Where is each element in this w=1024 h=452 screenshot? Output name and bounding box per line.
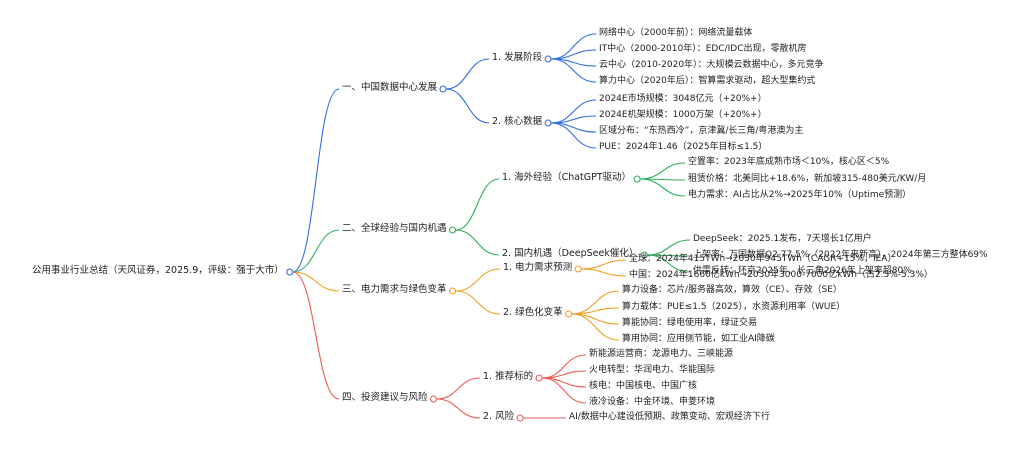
sub-3-0-link-0 [542, 354, 587, 379]
sub-3-0-link-2 [542, 377, 587, 388]
sub-2-0-link-0 [581, 259, 627, 270]
sub-2-1-link-0 [571, 290, 620, 315]
branch-3-link-0 [436, 377, 481, 400]
branch-0-link-0 [445, 58, 490, 90]
leaf-network-center: 网络中心（2000年前）：网络流量载体 [599, 28, 753, 38]
leaf-deepseek: DeepSeek：2025.1发布，7天增长1亿用户 [693, 234, 872, 244]
leaf-supply-demand: 供需反转：环京2025年、长三角2026年上架率超80% [693, 266, 912, 276]
sub-domestic-opportunity[interactable]: 2. 国内机遇（DeepSeek催化） [502, 248, 639, 259]
leaf-liquid-cooling: 液冷设备：中金环境、申菱环境 [589, 397, 716, 407]
branch-3-link-1 [436, 398, 481, 419]
root-junction[interactable] [286, 268, 294, 276]
leaf-region-distribution: 区域分布：“东热西冷”，京津冀/长三角/粤港澳为主 [599, 126, 804, 136]
sub-0-1-link-3 [551, 122, 597, 149]
branch-1-junction[interactable] [448, 226, 457, 234]
leaf-pue: PUE：2024年1.46（2025年目标≤1.5） [599, 142, 768, 152]
sub-0-0-link-1 [551, 49, 597, 60]
sub-core-data[interactable]: 2. 核心数据 [492, 116, 543, 127]
sub-0-0-link-0 [551, 33, 597, 60]
root-link-2 [292, 271, 340, 292]
leaf-compute-use-synergy: 算用协同：应用侧节能，如工业AI降碳 [622, 334, 775, 344]
sub-0-0-link-2 [551, 58, 597, 67]
leaf-china-power: 中国：2024年1660亿kWh→2030年3000-7000亿kWh（占2.3… [629, 270, 933, 280]
sub-1-0-link-2 [640, 178, 686, 197]
leaf-new-energy-operators: 新能源运营商：龙源电力、三峡能源 [589, 349, 734, 359]
sub-3-0-link-3 [542, 377, 587, 404]
sub-1-0-link-1 [640, 178, 686, 181]
sub-0-0-link-3 [551, 58, 597, 83]
leaf-thermal-transition: 火电转型：华润电力、华能国际 [589, 365, 716, 375]
root-link-1 [292, 229, 340, 273]
sub-2-0-link-1 [581, 268, 627, 277]
branch-2-link-0 [455, 268, 501, 292]
sub-2-1-link-3 [571, 313, 620, 341]
branch-investment-risk[interactable]: 四、投资建议与风险 [342, 392, 428, 403]
sub-0-1-link-2 [551, 122, 597, 133]
sub-power-forecast[interactable]: 1. 电力需求预测 [503, 262, 573, 273]
leaf-market-size: 2024E市场规模：3048亿元（+20%+） [599, 94, 767, 104]
leaf-cloud-center: 云中心（2010-2020年）：大规模云数据中心，多元竞争 [599, 60, 824, 70]
leaf-global-power: 全球：2024年415TWh→2030年945TWh（CAGR+15%，IEA） [629, 254, 897, 264]
sub-green-transformation[interactable]: 2. 绿色化变革 [503, 307, 563, 318]
sub-1-0-junction[interactable] [633, 175, 641, 183]
root-node[interactable]: 公用事业行业总结（天风证券，2025.9，评级：强于大市） [32, 265, 284, 276]
sub-0-1-link-1 [551, 115, 597, 124]
leaf-racking-rate: 上架率：万国数据Q2 77.5%（2022年来新高），2024年第三方整体69% [693, 250, 988, 260]
leaf-it-center: IT中心（2000-2010年）：EDC/IDC出现，零散机房 [599, 44, 807, 54]
sub-2-1-link-2 [571, 313, 620, 325]
leaf-power-demand: 电力需求：AI占比从2%→2025年10%（Uptime预测） [688, 190, 912, 200]
sub-2-0-junction[interactable] [574, 265, 582, 273]
leaf-rack-size: 2024E机架规模：1000万架（+20%+） [599, 110, 767, 120]
sub-2-1-link-1 [571, 307, 620, 315]
branch-0-junction[interactable] [439, 85, 447, 93]
sub-development-stages[interactable]: 1. 发展阶段 [492, 52, 543, 63]
root-link-3 [292, 271, 340, 400]
sub-overseas-experience[interactable]: 1. 海外经验（ChatGPT驱动） [502, 172, 632, 183]
sub-0-1-junction[interactable] [544, 119, 552, 127]
branch-global-experience[interactable]: 二、全球经验与国内机遇 [342, 223, 447, 234]
leaf-compute-energy-synergy: 算能协同：绿电使用率，绿证交易 [622, 318, 758, 328]
sub-3-0-junction[interactable] [535, 374, 543, 382]
sub-risks[interactable]: 2. 风险 [483, 411, 515, 422]
branch-data-center-development[interactable]: 一、中国数据中心发展 [342, 82, 438, 93]
branch-power-green[interactable]: 三、电力需求与绿色变革 [342, 284, 447, 295]
leaf-compute-equipment: 算力设备：芯片/服务器高效，算效（CE）、存效（SE） [622, 285, 842, 295]
leaf-risk-items: AI/数据中心建设低预期、政策变动、宏观经济下行 [569, 412, 770, 422]
branch-1-link-1 [455, 229, 500, 256]
leaf-nuclear-power: 核电：中国核电、中国广核 [589, 381, 698, 391]
sub-0-1-link-0 [551, 99, 597, 124]
root-link-0 [292, 88, 340, 273]
branch-1-link-0 [455, 178, 500, 231]
leaf-compute-carrier: 算力载体：PUE≤1.5（2025），水资源利用率（WUE） [622, 302, 846, 312]
sub-0-0-junction[interactable] [544, 55, 552, 63]
sub-1-0-link-0 [640, 162, 686, 180]
branch-2-link-1 [455, 290, 501, 315]
branch-3-junction[interactable] [429, 395, 438, 403]
leaf-rent-price: 租赁价格：北美同比+18.6%，新加坡315-480美元/KW/月 [688, 174, 927, 184]
branch-0-link-1 [445, 88, 490, 124]
sub-2-1-junction[interactable] [565, 310, 573, 318]
sub-recommended-stocks[interactable]: 1. 推荐标的 [483, 371, 534, 382]
sub-3-1-junction[interactable] [516, 414, 524, 422]
leaf-compute-center: 算力中心（2020年后）：智算需求驱动，超大型集约式 [599, 76, 816, 86]
leaf-vacancy-rate: 空置率：2023年底成熟市场＜10%，核心区＜5% [688, 157, 890, 167]
branch-2-junction[interactable] [448, 287, 457, 295]
sub-3-0-link-1 [542, 370, 587, 379]
